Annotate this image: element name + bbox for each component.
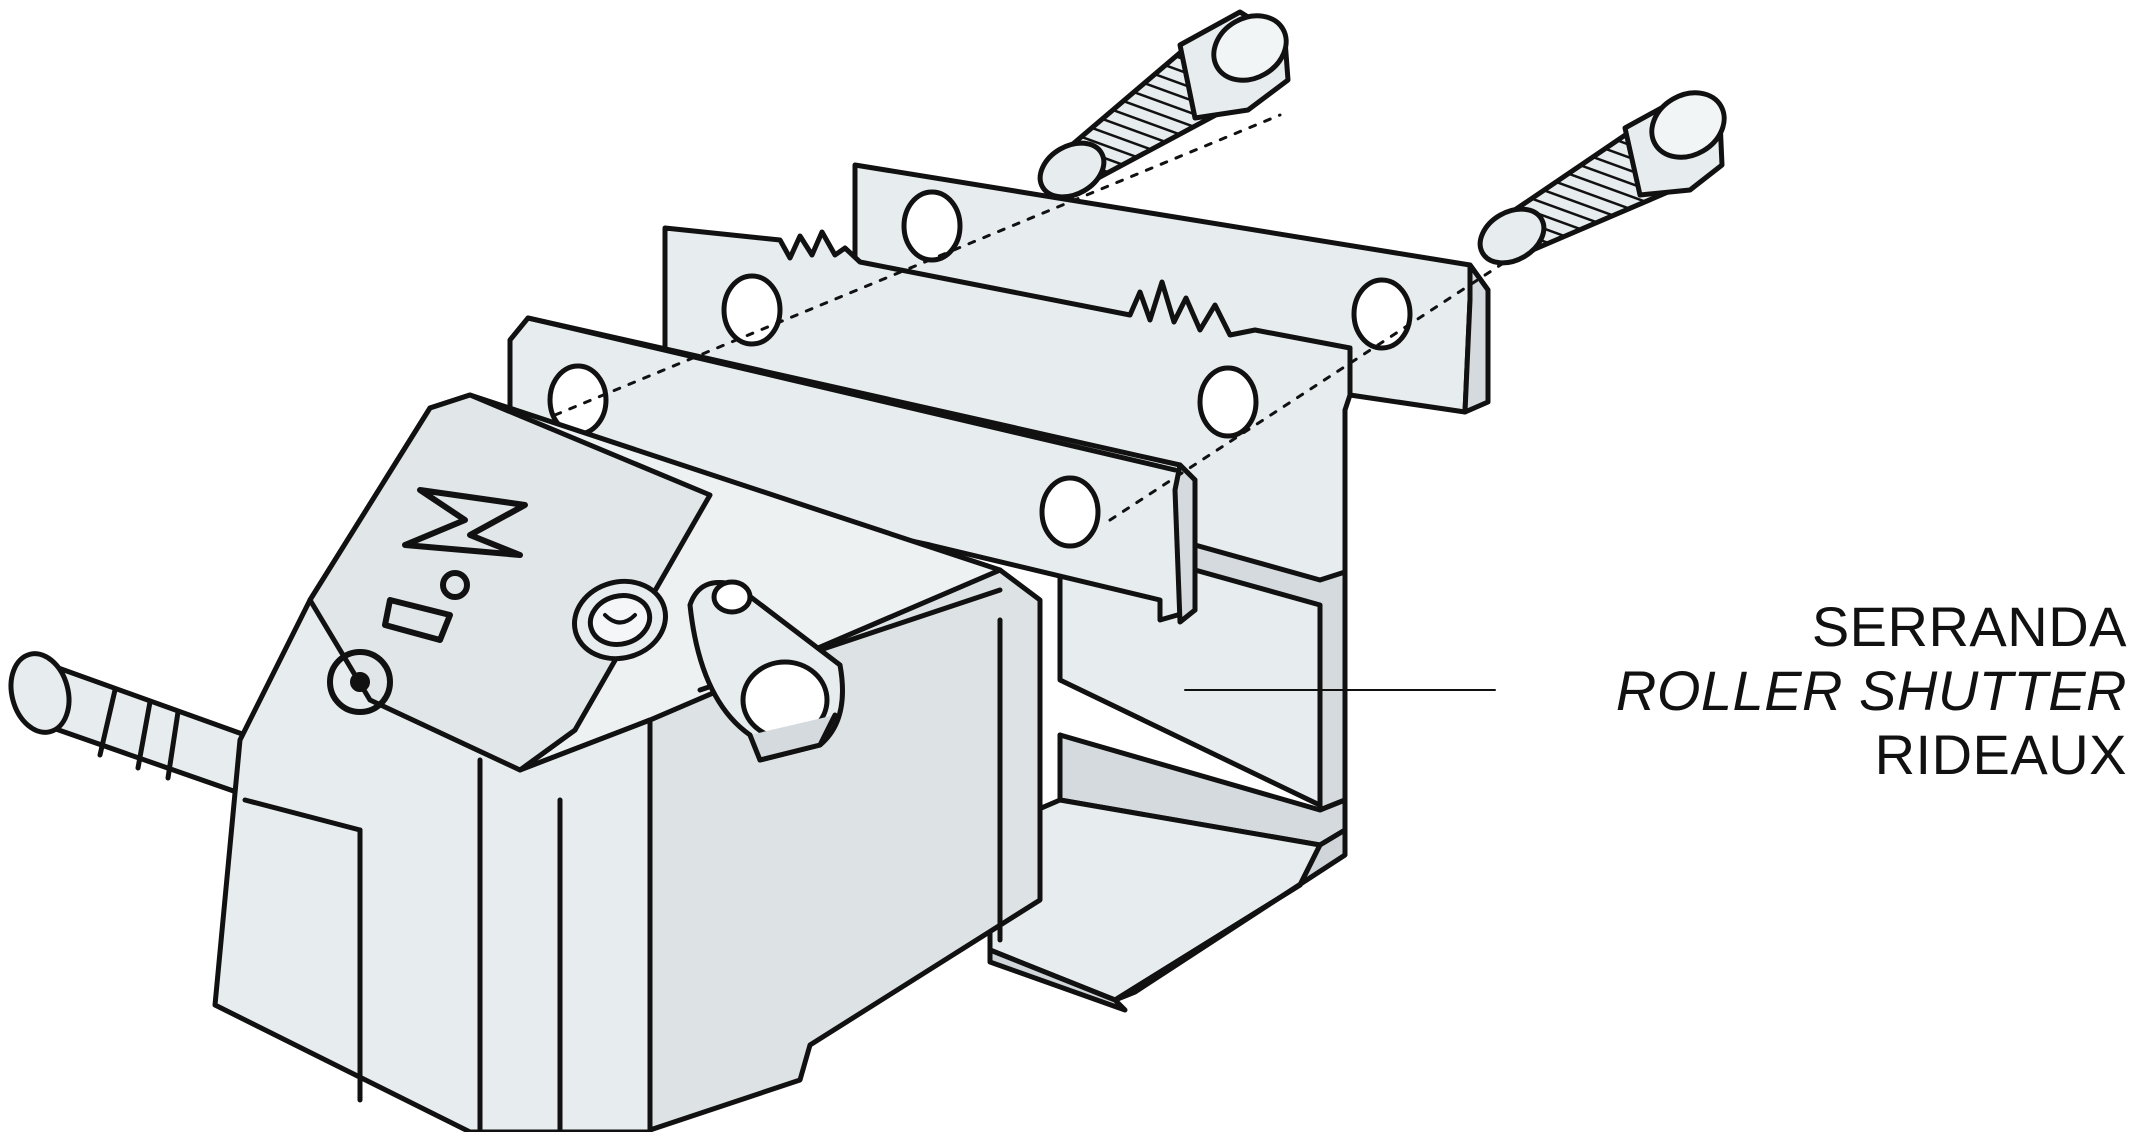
mounting-channel [987,542,1348,1013]
label-italian: SERRANDA [1811,595,2127,658]
part-label: SERRANDA ROLLER SHUTTER RIDEAUX [1616,595,2127,787]
alignment-lines [553,113,1602,522]
shutter-hole-right [1197,365,1259,439]
key-cylinder-icon [571,578,669,662]
brand-logo [327,487,528,715]
circle-dot-icon [327,649,393,715]
screw-right [1477,90,1727,266]
label-french: RIDEAUX [1874,723,2127,786]
lock-body [8,392,1043,1135]
rear-plate-hole-right [1351,277,1413,351]
lock-tab [687,579,845,763]
label-english: ROLLER SHUTTER [1615,659,2127,722]
rear-plate-hole-left [901,189,963,263]
screw-left [1037,9,1291,200]
front-plate-hole-right [1039,475,1101,549]
lock-axle [8,651,248,798]
